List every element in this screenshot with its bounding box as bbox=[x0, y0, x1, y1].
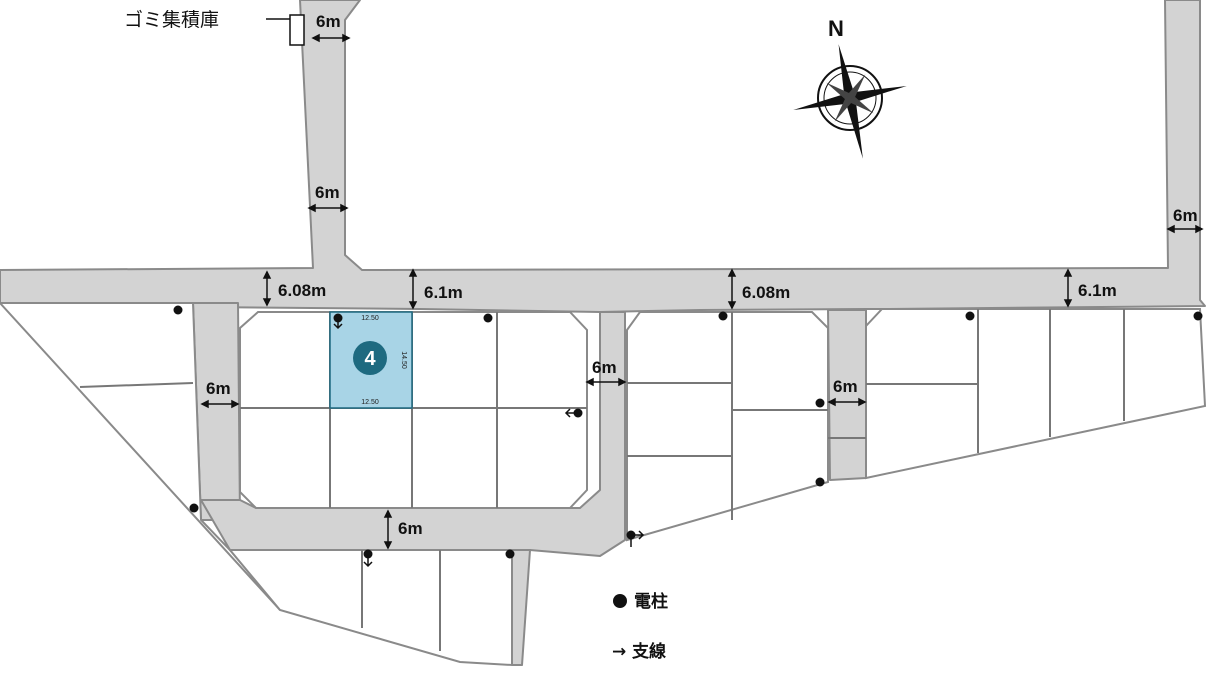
lot-depth: 14.50 bbox=[400, 351, 407, 369]
legend: 電柱 → 支線 bbox=[612, 591, 668, 662]
dim-main-road-far-east: 6.1m bbox=[1078, 281, 1117, 300]
lot-number-badge bbox=[353, 341, 387, 375]
utility-pole bbox=[505, 549, 515, 559]
dim-east-road: 6m bbox=[833, 377, 858, 396]
block-west bbox=[0, 302, 281, 611]
utility-pole bbox=[815, 477, 825, 487]
legend-guy-arrow: → bbox=[612, 642, 626, 662]
utility-pole bbox=[718, 311, 728, 321]
legend-guy-label: 支線 bbox=[632, 641, 666, 662]
dim-main-road-east: 6.08m bbox=[742, 283, 790, 302]
dim-main-road-center: 6.1m bbox=[424, 283, 463, 302]
dim-center-east-road: 6m bbox=[592, 358, 617, 377]
guy-wire-arrow bbox=[564, 408, 578, 418]
lot-4[interactable]: 4 12.50 12.50 14.50 bbox=[329, 311, 413, 409]
lot-width-bottom: 12.50 bbox=[361, 399, 379, 406]
block-south bbox=[227, 549, 513, 667]
lot-width-top: 12.50 bbox=[361, 315, 379, 322]
block-east-b bbox=[865, 308, 1207, 480]
dim-north-road: 6m bbox=[315, 183, 340, 202]
guy-wire-arrow bbox=[363, 554, 373, 568]
dim-far-east-road: 6m bbox=[1173, 206, 1198, 225]
block-east-a bbox=[626, 311, 829, 542]
north-compass: N bbox=[793, 16, 907, 159]
north-label: N bbox=[828, 16, 844, 41]
south-spur-road bbox=[511, 549, 531, 666]
dim-south-road: 6m bbox=[398, 519, 423, 538]
dimension-labels: 6m 6m 6.08m 6.1m 6.08m 6.1m 6m 6m 6m 6m … bbox=[206, 12, 1198, 538]
garbage-station: ゴミ集積庫 bbox=[124, 9, 305, 46]
garbage-station-box bbox=[289, 14, 305, 46]
dim-main-road-west: 6.08m bbox=[278, 281, 326, 300]
legend-pole-label: 電柱 bbox=[634, 591, 668, 612]
dim-west-road: 6m bbox=[206, 379, 231, 398]
block-center bbox=[239, 311, 588, 509]
utility-pole bbox=[1193, 311, 1203, 321]
utility-pole bbox=[965, 311, 975, 321]
dim-garbage-road: 6m bbox=[316, 12, 341, 31]
legend-pole-symbol bbox=[613, 594, 627, 608]
guy-wire-arrow bbox=[630, 530, 645, 547]
guy-wire-arrow bbox=[333, 318, 343, 330]
lot-number: 4 bbox=[364, 348, 376, 370]
dimension-markers bbox=[200, 33, 1204, 550]
utility-pole bbox=[483, 313, 493, 323]
garbage-station-label: ゴミ集積庫 bbox=[124, 9, 219, 31]
main-road bbox=[0, 0, 1206, 313]
utility-pole bbox=[189, 503, 199, 513]
blocks bbox=[0, 302, 1207, 667]
utility-pole bbox=[815, 398, 825, 408]
compass-ring bbox=[817, 65, 883, 131]
utility-pole bbox=[173, 305, 183, 315]
guy-wires bbox=[333, 318, 645, 568]
